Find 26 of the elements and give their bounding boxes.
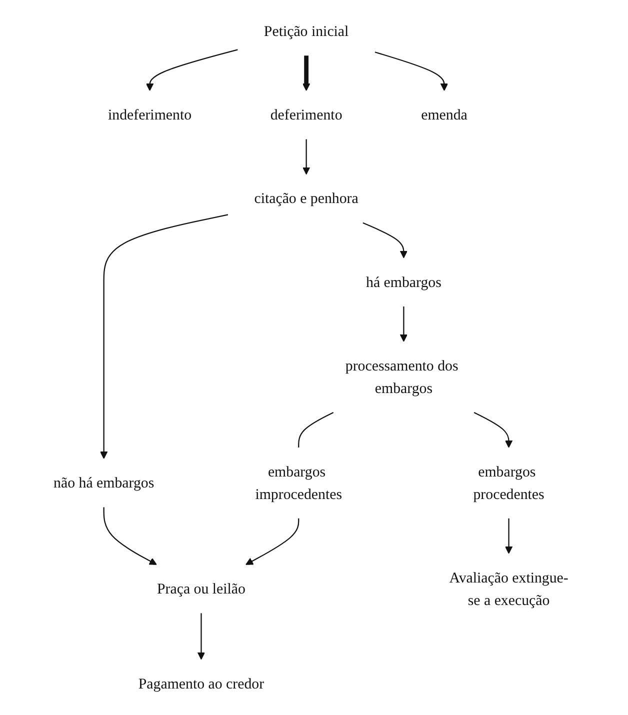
- node-text: Praça ou leilão: [157, 580, 246, 597]
- node-text: emenda: [421, 106, 468, 124]
- node-text: Petição inicial: [264, 22, 349, 40]
- arrow: [146, 49, 238, 91]
- node-text: Avaliação extingue-se a execução: [449, 569, 568, 608]
- arrow: [362, 222, 408, 258]
- arrow: [302, 56, 310, 91]
- arrow: [400, 306, 408, 342]
- arrow: [100, 214, 228, 459]
- arrow: [374, 52, 448, 91]
- connector: [298, 412, 334, 448]
- arrow: [504, 518, 513, 554]
- node-text: embargos procedentes: [473, 463, 544, 502]
- node-text: Pagamento ao credor: [138, 675, 264, 692]
- arrow: [302, 139, 310, 175]
- node-text: processamento dos embargos: [345, 357, 458, 396]
- node-text: embargos improcedentes: [255, 463, 342, 502]
- node-text: há embargos: [366, 274, 442, 290]
- arrow: [197, 613, 206, 660]
- node-text: citação e penhora: [254, 190, 358, 207]
- node-text: não há embargos: [54, 474, 154, 492]
- arrow: [474, 412, 513, 448]
- node-text: deferimento: [270, 106, 342, 124]
- arrow: [246, 518, 300, 565]
- node-text: indeferimento: [108, 106, 192, 124]
- arrow: [103, 507, 157, 565]
